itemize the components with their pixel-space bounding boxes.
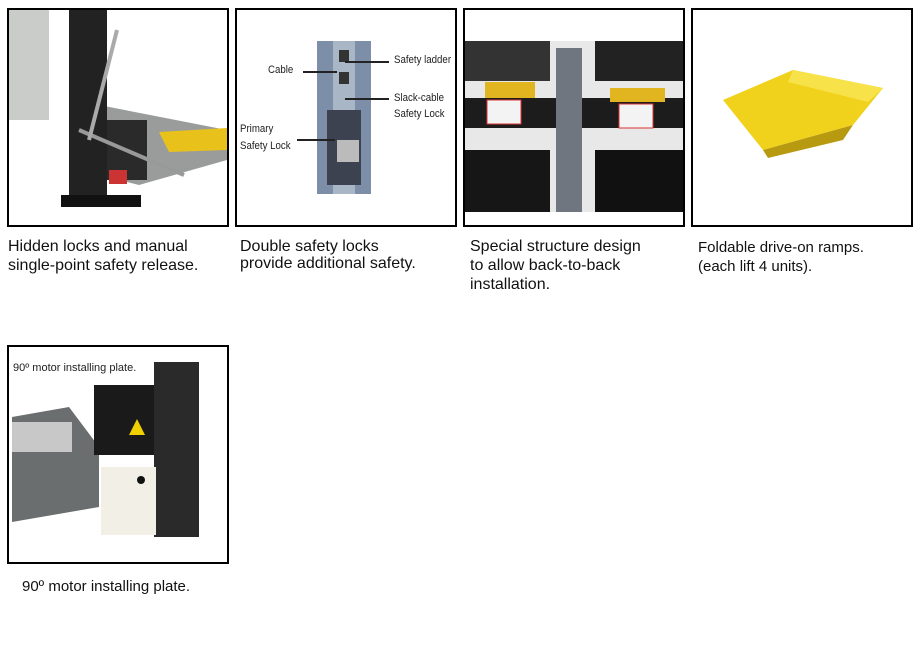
safety-lock-diagram <box>297 41 389 194</box>
feature-image-motor-plate: 90º motor installing plate. <box>7 345 229 564</box>
label-safety-ladder: Safety ladder <box>394 54 452 66</box>
label-slack-cable-lock: Safety Lock <box>394 108 445 120</box>
motor-photo <box>12 362 199 537</box>
label-cable: Cable <box>268 64 294 76</box>
feature-caption-back-to-back: Special structure design to allow back-t… <box>470 238 641 293</box>
label-primary-lock: Safety Lock <box>240 140 291 152</box>
feature-caption-hidden-locks: Hidden locks and manual single-point saf… <box>8 238 199 274</box>
feature-caption-ramps: Foldable drive-on ramps. (each lift 4 un… <box>698 239 864 275</box>
motor-plate-label: 90º motor installing plate. <box>13 362 137 374</box>
feature-image-safety-locks: Cable Safety ladder Slack-cable Safety L… <box>235 8 457 227</box>
feature-caption-motor-plate: 90º motor installing plate. <box>22 578 191 595</box>
lift-column-illustration <box>9 10 227 207</box>
parking-structure-photo <box>465 41 683 212</box>
feature-image-hidden-locks <box>7 8 229 227</box>
label-slack-cable: Slack-cable <box>394 92 445 104</box>
feature-caption-safety-locks: Double safety locks provide additional s… <box>240 238 416 272</box>
ramp-photo <box>723 70 883 158</box>
label-primary: Primary <box>240 123 274 135</box>
feature-image-back-to-back <box>463 8 685 227</box>
feature-image-ramps <box>691 8 913 227</box>
